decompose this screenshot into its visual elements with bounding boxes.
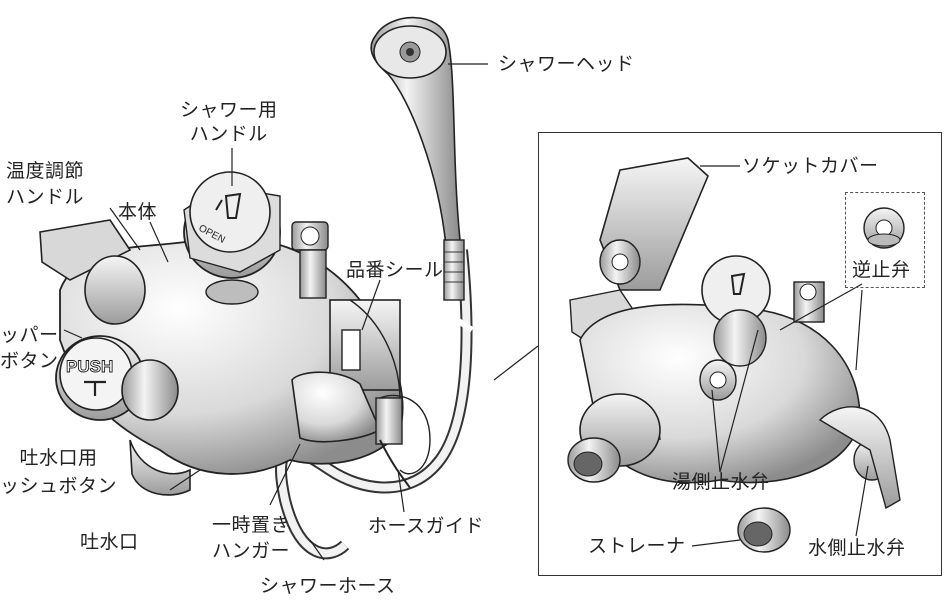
label-spout: 吐水口 bbox=[80, 531, 139, 553]
label-shower-hose: シャワーホース bbox=[260, 575, 396, 597]
label-temp-hanger: 一時置き ハンガー bbox=[212, 514, 291, 562]
shower-hose-drawing bbox=[275, 249, 474, 560]
label-body: 本体 bbox=[118, 201, 158, 223]
inset-drawing bbox=[567, 157, 905, 553]
label-temp-handle: 温度調節 ハンドル bbox=[6, 160, 85, 208]
label-hose-guide: ホースガイド bbox=[368, 515, 485, 537]
push-mark-text: PUSH bbox=[66, 357, 113, 376]
label-check-valve: 逆止弁 bbox=[852, 259, 911, 281]
label-part-seal: 品番シール bbox=[346, 259, 444, 281]
label-strainer: ストレーナ bbox=[588, 535, 686, 557]
check-valve-frame bbox=[845, 192, 925, 288]
label-cold-stop-valve: 水側止水弁 bbox=[808, 537, 906, 559]
label-socket-cover: ソケットカバー bbox=[742, 155, 879, 177]
faucet-body-drawing: OPEN PUSH bbox=[39, 171, 431, 496]
inset-frame bbox=[538, 132, 942, 576]
leader-lines bbox=[63, 63, 869, 561]
label-stopper-button: ッパー ボタン bbox=[0, 324, 59, 372]
label-shower-head: シャワーヘッド bbox=[498, 53, 635, 75]
label-shower-handle: シャワー用 ハンドル bbox=[180, 99, 278, 145]
shower-head-drawing bbox=[370, 16, 465, 301]
label-hot-stop-valve: 湯側止水弁 bbox=[672, 471, 770, 493]
label-spout-push-button: 吐水口用 ッシュボタン bbox=[0, 447, 118, 497]
